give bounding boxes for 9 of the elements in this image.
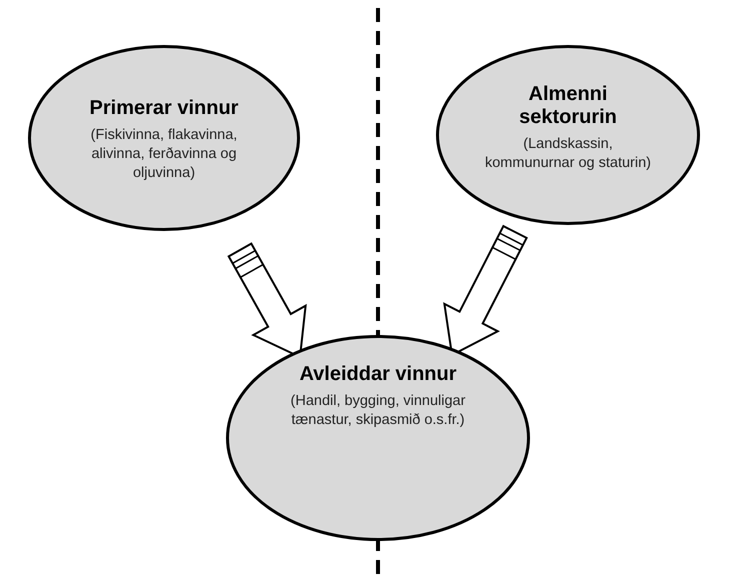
- node-description: (Fiskivinna, flakavinna, alivinna, ferðavinna og oljuvinna): [90, 126, 238, 183]
- node-title: Avleiddar vinnur: [299, 363, 457, 386]
- ellipse-node: [436, 45, 700, 225]
- node-description: (Handil, bygging, vinnuligar tænastur, skipasmið o.s.fr.): [290, 392, 466, 430]
- ellipse-node: [28, 45, 300, 231]
- node-title: Primerar vinnur: [90, 97, 238, 120]
- node-description: (Landskassin, kommunurnar og staturin): [484, 135, 652, 173]
- node-title: Almenni sektorurin: [518, 83, 618, 129]
- ellipse-node: [226, 335, 530, 541]
